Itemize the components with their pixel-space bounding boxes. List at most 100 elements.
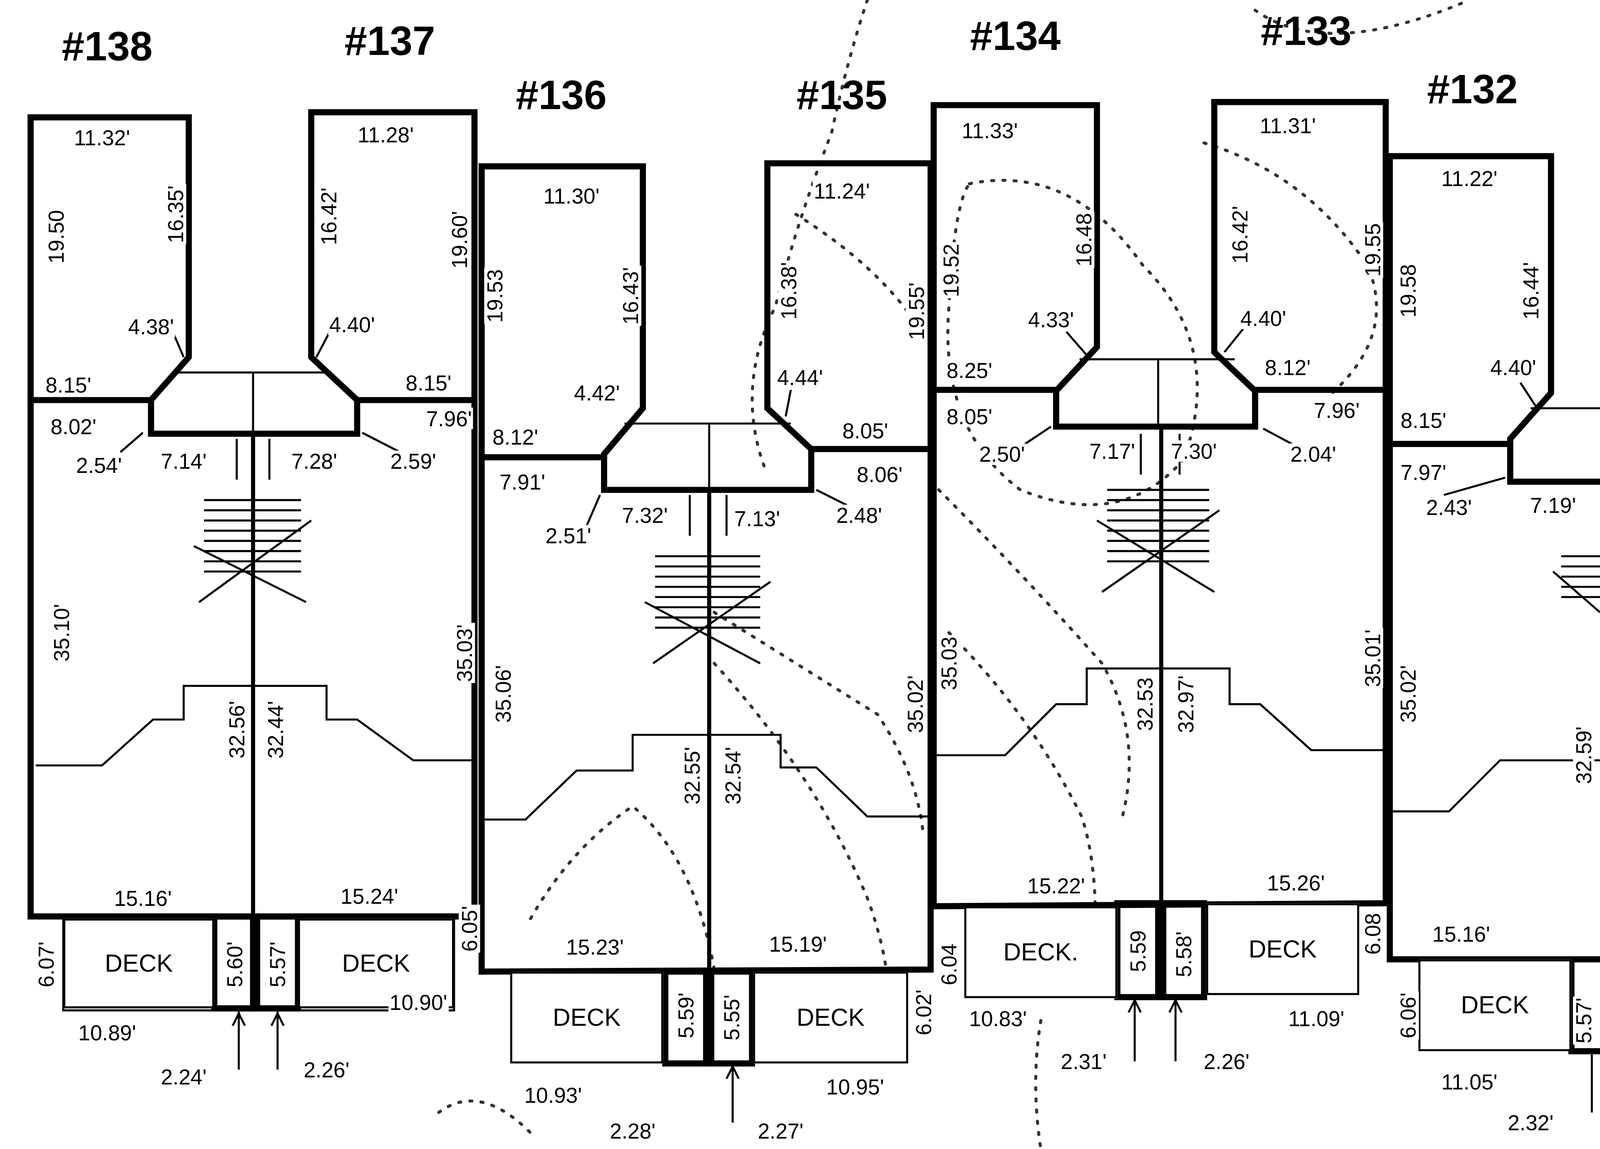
dimension-label: 7.91': [498, 470, 547, 492]
deck-label: DECK: [796, 1003, 865, 1032]
dimension-label: 2.27': [756, 1120, 805, 1142]
dimension-label: 32.97': [1175, 674, 1197, 735]
dimension-label: 32.59': [1572, 725, 1595, 786]
deck-label: DECK: [1460, 990, 1529, 1020]
dimension-label: 32.53: [1134, 676, 1156, 733]
dimension-label: 15.26': [1266, 872, 1327, 894]
dimension-label: 4.38': [126, 315, 175, 338]
dimension-label: 2.54': [74, 454, 123, 476]
dimension-label: 35.03': [453, 623, 475, 684]
dimension-label: 15.16': [112, 887, 173, 909]
deck-box: DECK.: [964, 906, 1118, 999]
dimension-label: 7.96': [1312, 399, 1361, 421]
unit-number: #133: [1259, 10, 1353, 52]
dimension-label: 2.31': [1059, 1050, 1108, 1072]
dimension-label: 8.15': [404, 372, 453, 394]
dimension-label: 11.24': [812, 180, 872, 202]
deck-box: DECK: [63, 918, 215, 1009]
dimension-label: 2.59': [389, 450, 438, 472]
dimension-label: 2.48': [835, 504, 884, 526]
unit-number: #134: [968, 15, 1062, 57]
deck-label: DECK: [342, 949, 410, 978]
dimension-label: 5.57': [1572, 996, 1595, 1045]
dimension-label: 15.23': [564, 936, 625, 958]
dimension-label: 32.54': [721, 745, 743, 806]
dimension-label: 2.26': [1202, 1050, 1251, 1072]
deck-box: DECK: [1206, 903, 1360, 996]
dimension-label: 35.02': [1397, 663, 1419, 724]
dimension-label: 16.42': [1229, 204, 1251, 265]
dimension-label: 4.40': [1239, 307, 1288, 329]
dimension-label: 16.38': [777, 260, 800, 321]
dimension-label: 11.32': [72, 126, 132, 149]
dimension-label: 10.95': [825, 1075, 886, 1098]
dimension-label: 35.10': [50, 602, 72, 663]
dimension-label: 8.15': [44, 373, 93, 396]
dimension-label: 6.06': [1397, 991, 1419, 1040]
dimension-label: 7.13': [733, 507, 782, 530]
dimension-label: 16.35': [164, 184, 187, 245]
dimension-label: 7.97': [1399, 461, 1448, 483]
dimension-label: 8.12': [491, 426, 540, 448]
dimension-label: 5.57': [266, 940, 289, 989]
dimension-label: 15.16': [1431, 922, 1492, 945]
dimension-label: 4.40': [327, 313, 376, 336]
dimension-label: 6.08: [1361, 911, 1384, 956]
dimension-label: 8.15': [1399, 409, 1448, 431]
dimension-label: 8.02': [49, 415, 98, 438]
dimension-label: 16.44': [1520, 260, 1542, 321]
dimension-label: 19.53: [484, 268, 506, 324]
dimension-label: 5.58': [1172, 930, 1195, 979]
dimension-label: 35.01': [1361, 628, 1384, 689]
dimension-label: 7.28': [290, 450, 339, 472]
unit-number: #137: [343, 20, 437, 62]
dimension-label: 4.42': [573, 382, 622, 404]
dimension-label: 6.07': [35, 940, 57, 989]
dimension-label: 10.89': [77, 1021, 138, 1044]
deck-label: DECK: [1248, 934, 1317, 964]
dimension-label: 2.26': [302, 1058, 351, 1080]
dimension-label: 2.51': [544, 524, 593, 547]
deck-label: DECK.: [1003, 937, 1079, 967]
dimension-label: 15.22': [1026, 874, 1087, 897]
deck-box: DECK: [752, 971, 909, 1064]
dimension-label: 19.50: [45, 208, 67, 265]
unit-number: #138: [60, 25, 154, 67]
dimension-label: 6.02': [912, 988, 935, 1037]
dimension-label: 2.04': [1289, 443, 1338, 465]
dimension-label: 8.12': [1263, 356, 1312, 378]
unit-number: #136: [514, 74, 608, 116]
dimension-label: 6.05': [458, 904, 480, 953]
dimension-label: 11.30': [542, 185, 601, 207]
dimension-label: 35.02': [904, 674, 926, 735]
dimension-label: 5.59: [1127, 929, 1149, 973]
dimension-label: 2.28': [608, 1120, 657, 1142]
dimension-label: 2.43': [1425, 496, 1474, 518]
dimension-label: 8.05': [945, 405, 994, 427]
dimension-label: 32.44': [264, 699, 286, 760]
dimension-label: 7.32': [621, 504, 669, 526]
dimension-label: 19.58: [1397, 263, 1419, 319]
dimension-label: 2.50': [978, 443, 1027, 465]
dimension-label: 16.42': [318, 186, 340, 247]
deck-box: DECK: [510, 971, 664, 1064]
dimension-label: 2.24': [159, 1065, 208, 1088]
dimension-label: 35.03: [938, 635, 960, 692]
dimension-label: 32.56': [226, 699, 248, 760]
dimension-label: 2.32': [1506, 1111, 1555, 1133]
dimension-label: 19.55: [1361, 222, 1384, 279]
dimension-label: 4.33': [1027, 308, 1076, 331]
dimension-label: 10.90': [388, 991, 449, 1013]
unit-number: #132: [1426, 68, 1519, 110]
dimension-label: 35.06': [492, 663, 514, 724]
dimension-label: 19.55': [905, 281, 927, 342]
dimension-label: 16.48: [1073, 211, 1095, 268]
dimension-label: 11.33': [960, 119, 1019, 142]
dimension-label: 7.14': [159, 450, 208, 472]
dimension-label: 10.93': [523, 1084, 584, 1106]
dimension-label: 4.44': [776, 366, 825, 388]
deck-label: DECK: [552, 1003, 621, 1032]
dimension-label: 7.30': [1170, 440, 1218, 462]
dimension-label: 19.52: [940, 242, 962, 299]
